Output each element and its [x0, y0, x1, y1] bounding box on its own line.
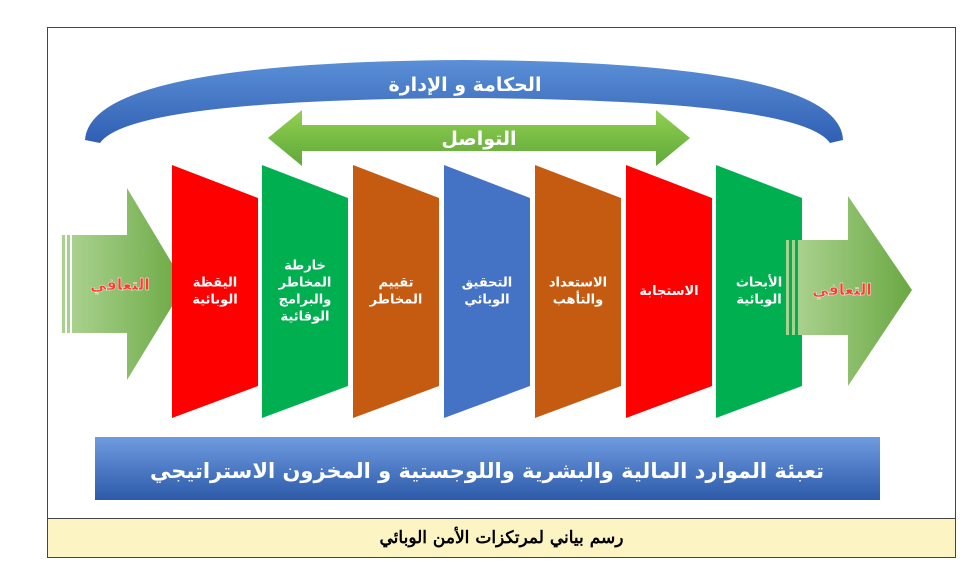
- stage-3: تقييم المخاطر: [353, 165, 439, 418]
- stage-shape: [444, 165, 530, 418]
- stage-label: الوقائية: [281, 310, 330, 325]
- recovery-left-label: التعافي: [90, 275, 150, 295]
- stage-4: التحقيق الوبائي: [444, 165, 530, 418]
- stage-label: المخاطر: [278, 276, 332, 291]
- stage-label: الاستعداد: [549, 276, 607, 291]
- communication-double-arrow: التواصل: [268, 110, 690, 166]
- governance-arc: الحكامة و الإدارة: [85, 60, 843, 143]
- stage-7: الأبحاث الوبائية: [716, 165, 802, 418]
- stage-shape: [172, 165, 258, 418]
- stage-label: التحقيق: [462, 276, 512, 291]
- stage-shape: [353, 165, 439, 418]
- stage-label: اليقظة: [193, 276, 238, 291]
- stage-label: والبرامج: [279, 293, 332, 308]
- stage-label: الاستجابة: [639, 284, 698, 299]
- stage-shape: [262, 165, 348, 418]
- stage-2: خارطة المخاطر والبرامج الوقائية: [262, 165, 348, 418]
- figure-caption: رسم بياني لمرتكزات الأمن الوبائي: [47, 518, 956, 558]
- stage-label: الوبائي: [464, 293, 509, 308]
- stage-label: الوبائية: [192, 293, 237, 308]
- stage-label: الأبحاث: [736, 274, 782, 291]
- stage-label: المخاطر: [369, 293, 423, 308]
- communication-label: التواصل: [441, 128, 516, 150]
- recovery-arrow-right: التعافي: [786, 196, 912, 386]
- stage-1: اليقظة الوبائية: [172, 165, 258, 418]
- stages: اليقظة الوبائية خارطة المخاطر والبرامج الوقائ…: [172, 165, 802, 418]
- governance-label: الحكامة و الإدارة: [389, 74, 542, 96]
- recovery-arrow-left: التعافي: [62, 188, 185, 380]
- recovery-right-label: التعافي: [812, 280, 872, 300]
- stage-label: والتأهب: [553, 291, 603, 308]
- resources-bar: تعبئة الموارد المالية والبشرية واللوجستي…: [95, 437, 880, 500]
- stage-label: تقييم: [378, 276, 413, 291]
- stage-label: الوبائية: [736, 293, 781, 308]
- stage-shape: [626, 165, 712, 418]
- stage-shape: [716, 165, 802, 418]
- stage-6: الاستجابة: [626, 165, 712, 418]
- stage-label: خارطة: [284, 259, 326, 274]
- resources-label: تعبئة الموارد المالية والبشرية واللوجستي…: [150, 459, 824, 483]
- stage-shape: [535, 165, 621, 418]
